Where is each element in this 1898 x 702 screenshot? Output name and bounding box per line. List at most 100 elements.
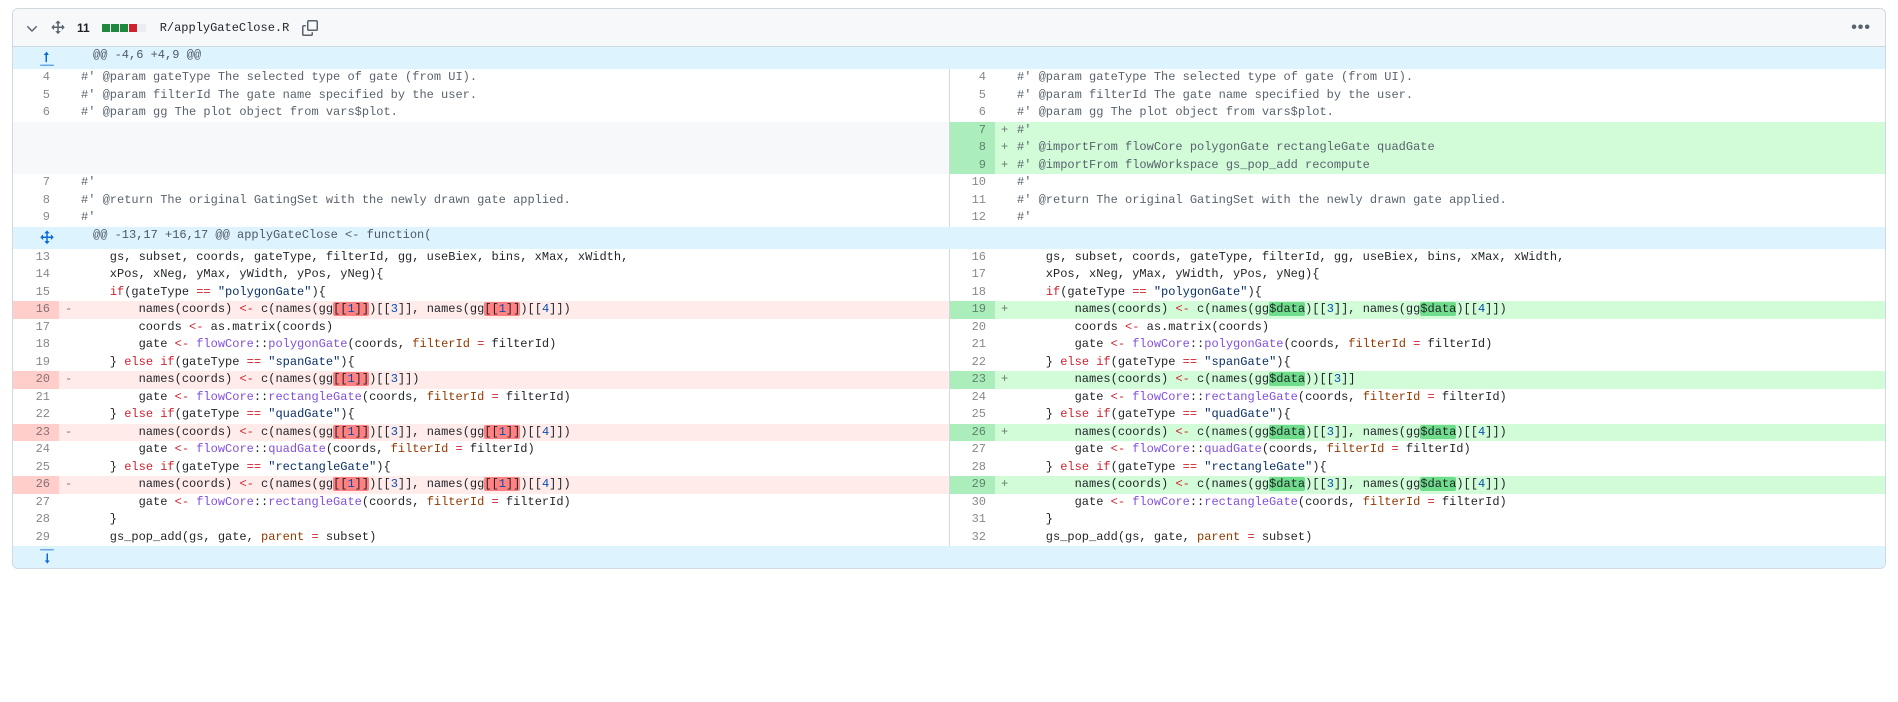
diff-code-left[interactable]: names(coords) <- c(names(gg[[1]])[[3]], … bbox=[81, 476, 949, 494]
chevron-down-icon[interactable] bbox=[23, 19, 41, 37]
diff-code-left[interactable]: if(gateType == "polygonGate"){ bbox=[81, 283, 949, 301]
diff-code-right[interactable]: names(coords) <- c(names(gg$data))[[3]] bbox=[1017, 371, 1885, 389]
diff-code-left[interactable] bbox=[81, 121, 949, 139]
diff-line-number-left[interactable] bbox=[13, 139, 59, 157]
diff-code-right[interactable]: } else if(gateType == "rectangleGate"){ bbox=[1017, 458, 1885, 476]
diff-code-right[interactable]: gate <- flowCore::rectangleGate(coords, … bbox=[1017, 493, 1885, 511]
diff-code-right[interactable]: #' bbox=[1017, 121, 1885, 139]
diff-code-left[interactable] bbox=[81, 139, 949, 157]
diff-line-number-left[interactable]: 24 bbox=[13, 441, 59, 459]
diff-code-left[interactable] bbox=[81, 156, 949, 174]
diff-code-left[interactable]: gate <- flowCore::rectangleGate(coords, … bbox=[81, 388, 949, 406]
diff-code-right[interactable]: } bbox=[1017, 511, 1885, 529]
diff-code-left[interactable]: } else if(gateType == "rectangleGate"){ bbox=[81, 458, 949, 476]
diff-code-right[interactable]: gs_pop_add(gs, gate, parent = subset) bbox=[1017, 528, 1885, 546]
diff-line-number-left[interactable]: 19 bbox=[13, 353, 59, 371]
diff-line-number-left[interactable]: 6 bbox=[13, 104, 59, 122]
diff-code-right[interactable]: #' @param filterId The gate name specifi… bbox=[1017, 86, 1885, 104]
diff-line-number-left[interactable]: 18 bbox=[13, 336, 59, 354]
file-options-menu-button[interactable]: ••• bbox=[1851, 18, 1871, 36]
diff-line-number-left[interactable]: 16 bbox=[13, 301, 59, 319]
diff-code-left[interactable]: } else if(gateType == "spanGate"){ bbox=[81, 353, 949, 371]
hunk-expand-down-button[interactable] bbox=[13, 546, 81, 568]
diff-code-right[interactable]: names(coords) <- c(names(gg$data)[[3]], … bbox=[1017, 476, 1885, 494]
diff-line-number-left[interactable]: 4 bbox=[13, 69, 59, 87]
diff-code-left[interactable]: names(coords) <- c(names(gg[[1]])[[3]], … bbox=[81, 423, 949, 441]
expand-both-icon[interactable] bbox=[13, 227, 81, 249]
diff-line-number-left[interactable]: 21 bbox=[13, 388, 59, 406]
diff-code-left[interactable]: #' @param gg The plot object from vars$p… bbox=[81, 104, 949, 122]
diff-line-number-left[interactable]: 28 bbox=[13, 511, 59, 529]
diff-code-right[interactable]: if(gateType == "polygonGate"){ bbox=[1017, 283, 1885, 301]
diff-code-right[interactable]: coords <- as.matrix(coords) bbox=[1017, 318, 1885, 336]
diff-line-number-right[interactable]: 4 bbox=[948, 69, 995, 87]
diff-line-number-right[interactable]: 26 bbox=[948, 423, 995, 441]
expand-down-icon[interactable] bbox=[13, 546, 81, 568]
diff-code-left[interactable]: xPos, xNeg, yMax, yWidth, yPos, yNeg){ bbox=[81, 266, 949, 284]
diff-line-number-left[interactable] bbox=[13, 121, 59, 139]
diff-code-left[interactable]: } else if(gateType == "quadGate"){ bbox=[81, 406, 949, 424]
diff-line-number-right[interactable]: 32 bbox=[948, 528, 995, 546]
diff-code-left[interactable]: #' @return The original GatingSet with t… bbox=[81, 191, 949, 209]
diff-line-number-right[interactable]: 30 bbox=[948, 493, 995, 511]
diff-code-right[interactable]: #' @return The original GatingSet with t… bbox=[1017, 191, 1885, 209]
diff-code-left[interactable]: #' bbox=[81, 174, 949, 192]
diff-code-left[interactable]: gate <- flowCore::quadGate(coords, filte… bbox=[81, 441, 949, 459]
diff-code-right[interactable]: #' @param gateType The selected type of … bbox=[1017, 69, 1885, 87]
diff-code-left[interactable]: #' @param gateType The selected type of … bbox=[81, 69, 949, 87]
diff-line-number-right[interactable]: 31 bbox=[948, 511, 995, 529]
diff-line-number-left[interactable]: 13 bbox=[13, 248, 59, 266]
diff-line-number-right[interactable]: 25 bbox=[948, 406, 995, 424]
diff-code-right[interactable]: names(coords) <- c(names(gg$data)[[3]], … bbox=[1017, 423, 1885, 441]
diff-code-left[interactable]: #' bbox=[81, 209, 949, 227]
diff-code-right[interactable]: gs, subset, coords, gateType, filterId, … bbox=[1017, 248, 1885, 266]
diff-line-number-right[interactable]: 18 bbox=[948, 283, 995, 301]
diff-line-number-left[interactable]: 9 bbox=[13, 209, 59, 227]
diff-code-left[interactable]: gate <- flowCore::polygonGate(coords, fi… bbox=[81, 336, 949, 354]
diff-line-number-right[interactable]: 23 bbox=[948, 371, 995, 389]
diff-line-number-right[interactable]: 17 bbox=[948, 266, 995, 284]
diff-line-number-right[interactable]: 20 bbox=[948, 318, 995, 336]
diff-code-right[interactable]: gate <- flowCore::rectangleGate(coords, … bbox=[1017, 388, 1885, 406]
diff-line-number-left[interactable]: 15 bbox=[13, 283, 59, 301]
diff-line-number-right[interactable]: 16 bbox=[948, 248, 995, 266]
hunk-expand-button[interactable] bbox=[13, 226, 81, 249]
diff-code-right[interactable]: gate <- flowCore::quadGate(coords, filte… bbox=[1017, 441, 1885, 459]
diff-code-right[interactable]: xPos, xNeg, yMax, yWidth, yPos, yNeg){ bbox=[1017, 266, 1885, 284]
diff-code-right[interactable]: } else if(gateType == "spanGate"){ bbox=[1017, 353, 1885, 371]
diff-line-number-left[interactable]: 17 bbox=[13, 318, 59, 336]
diff-line-number-left[interactable]: 7 bbox=[13, 174, 59, 192]
diff-line-number-right[interactable]: 5 bbox=[948, 86, 995, 104]
diff-line-number-left[interactable]: 20 bbox=[13, 371, 59, 389]
diff-line-number-right[interactable]: 7 bbox=[948, 121, 995, 139]
diff-code-left[interactable]: gs, subset, coords, gateType, filterId, … bbox=[81, 248, 949, 266]
diff-code-left[interactable]: gs_pop_add(gs, gate, parent = subset) bbox=[81, 528, 949, 546]
unfold-icon[interactable] bbox=[49, 19, 67, 37]
diff-code-left[interactable]: } bbox=[81, 511, 949, 529]
diff-code-left[interactable]: gate <- flowCore::rectangleGate(coords, … bbox=[81, 493, 949, 511]
diff-code-right[interactable]: #' bbox=[1017, 174, 1885, 192]
diff-line-number-right[interactable]: 8 bbox=[948, 139, 995, 157]
diff-code-left[interactable]: names(coords) <- c(names(gg[[1]])[[3]], … bbox=[81, 301, 949, 319]
diff-code-right[interactable]: #' @importFrom flowWorkspace gs_pop_add … bbox=[1017, 156, 1885, 174]
file-path[interactable]: R/applyGateClose.R bbox=[159, 20, 290, 35]
diff-line-number-right[interactable]: 9 bbox=[948, 156, 995, 174]
diff-line-number-right[interactable]: 22 bbox=[948, 353, 995, 371]
diff-code-right[interactable]: gate <- flowCore::polygonGate(coords, fi… bbox=[1017, 336, 1885, 354]
diff-line-number-right[interactable]: 28 bbox=[948, 458, 995, 476]
diff-line-number-left[interactable]: 23 bbox=[13, 423, 59, 441]
expand-up-icon[interactable] bbox=[13, 47, 81, 69]
diff-line-number-left[interactable]: 8 bbox=[13, 191, 59, 209]
diff-line-number-left[interactable]: 5 bbox=[13, 86, 59, 104]
diff-code-left[interactable]: #' @param filterId The gate name specifi… bbox=[81, 86, 949, 104]
diff-line-number-right[interactable]: 29 bbox=[948, 476, 995, 494]
diff-code-left[interactable]: coords <- as.matrix(coords) bbox=[81, 318, 949, 336]
diff-line-number-right[interactable]: 24 bbox=[948, 388, 995, 406]
diff-code-right[interactable]: names(coords) <- c(names(gg$data)[[3]], … bbox=[1017, 301, 1885, 319]
diff-line-number-left[interactable]: 14 bbox=[13, 266, 59, 284]
diff-line-number-right[interactable]: 6 bbox=[948, 104, 995, 122]
diff-line-number-left[interactable]: 25 bbox=[13, 458, 59, 476]
diff-line-number-right[interactable]: 21 bbox=[948, 336, 995, 354]
diff-line-number-left[interactable]: 27 bbox=[13, 493, 59, 511]
diff-line-number-left[interactable]: 26 bbox=[13, 476, 59, 494]
